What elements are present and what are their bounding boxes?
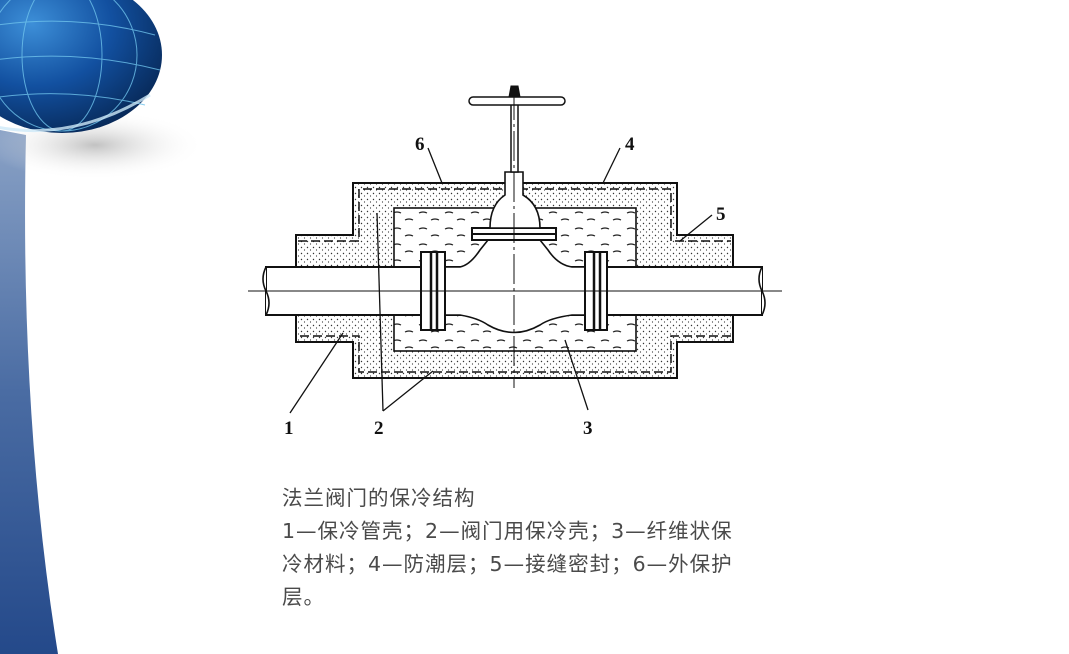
bonnet: [489, 171, 541, 229]
caption-line: 1—保冷管壳；2—阀门用保冷壳；3—纤维状保: [282, 519, 733, 543]
callout-5: 5: [716, 204, 726, 225]
caption-line: 冷材料；4—防潮层；5—接缝密封；6—外保护: [282, 552, 733, 576]
leader-lines: [289, 147, 713, 414]
callout-3: 3: [583, 418, 593, 439]
callout-2: 2: [374, 418, 384, 439]
handwheel: [468, 96, 566, 106]
valve-body: [444, 239, 586, 334]
callout-6: 6: [415, 134, 425, 155]
caption-line: 层。: [282, 585, 325, 609]
globe-grid: [0, 0, 161, 132]
caption-title: 法兰阀门的保冷结构: [282, 486, 476, 510]
callout-4: 4: [625, 134, 635, 155]
callout-1: 1: [284, 418, 294, 439]
side-band: [0, 130, 58, 654]
figure-caption: 法兰阀门的保冷结构 1—保冷管壳；2—阀门用保冷壳；3—纤维状保 冷材料；4—防…: [282, 482, 842, 614]
